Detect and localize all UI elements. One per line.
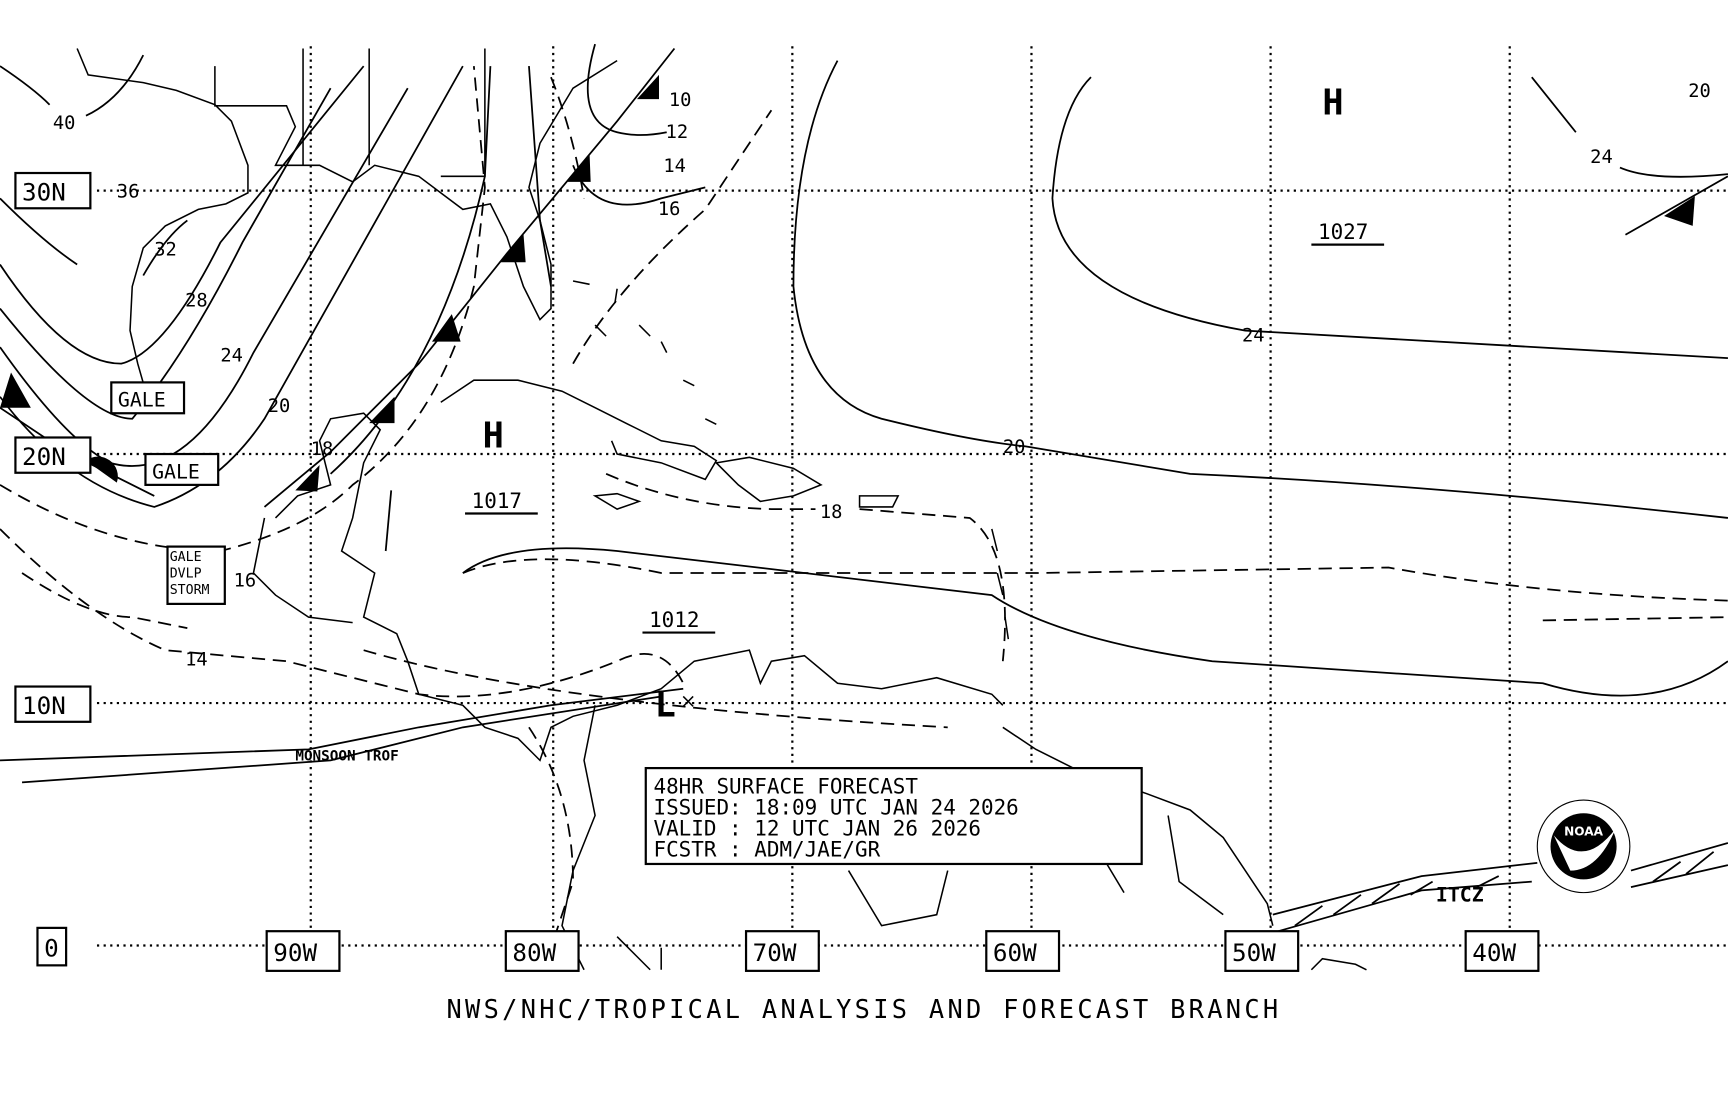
- isobar-label: 40: [53, 113, 76, 134]
- graticule: [96, 46, 1728, 947]
- high-pressure-symbol: H: [1322, 83, 1343, 124]
- valid-time: VALID : 12 UTC JAN 26 2026: [653, 816, 980, 840]
- pressure-value: 1012: [649, 608, 699, 632]
- lat-label-10n: 10N: [22, 691, 66, 720]
- warnings: GALE GALE GALE DVLP STORM: [110, 381, 226, 605]
- pressure-value: 1017: [472, 489, 522, 513]
- lat-label-20n: 20N: [22, 442, 66, 471]
- cold-front: [0, 47, 1728, 552]
- dashed-isobars: [0, 66, 1728, 948]
- noaa-logo: NOAA: [1536, 799, 1631, 894]
- chart-title: NWS/NHC/TROPICAL ANALYSIS AND FORECAST B…: [446, 994, 1281, 1024]
- lon-label-70w: 70W: [753, 938, 797, 967]
- isobar-label: 24: [1242, 326, 1265, 347]
- isobars: [0, 43, 1728, 784]
- isobar-label: 20: [1688, 81, 1711, 102]
- isobar-label: 32: [154, 240, 177, 261]
- itcz: [1272, 842, 1728, 933]
- low-center-x-icon: [682, 695, 694, 707]
- forecast-info-box: 48HR SURFACE FORECAST ISSUED: 18:09 UTC …: [644, 766, 1143, 866]
- isobar-label: 36: [117, 181, 140, 202]
- isobar-labels: 40 36 32 28 24 20 18 10 12 14 16 24 20 1…: [53, 81, 1711, 671]
- isobar-label: 14: [185, 650, 208, 671]
- isobar-label: 12: [666, 122, 689, 143]
- lat-label-30n: 30N: [22, 178, 66, 207]
- forecast-type: 48HR SURFACE FORECAST: [653, 774, 918, 798]
- noaa-logo-text: NOAA: [1564, 824, 1603, 838]
- high-pressure-symbol: H: [483, 415, 504, 456]
- lon-label-60w: 60W: [993, 938, 1037, 967]
- pressure-value: 1027: [1318, 220, 1368, 244]
- isobar-label: 20: [1003, 437, 1026, 458]
- isobar-label: 14: [663, 156, 686, 177]
- isobar-label: 18: [820, 502, 843, 523]
- isobar-label: 16: [234, 570, 257, 591]
- lon-label-80w: 80W: [512, 938, 556, 967]
- lat-label-0: 0: [44, 934, 59, 963]
- issued-time: ISSUED: 18:09 UTC JAN 24 2026: [653, 795, 1018, 819]
- isobar-label: 16: [658, 199, 681, 220]
- itcz-label: ITCZ: [1436, 883, 1484, 906]
- forecasters: FCSTR : ADM/JAE/GR: [653, 837, 880, 861]
- coastlines: [76, 48, 1367, 971]
- isobar-label: 24: [220, 345, 243, 366]
- isobar-label: 24: [1590, 147, 1613, 168]
- isobar-label: 10: [669, 90, 692, 111]
- gale-warning: GALE: [152, 460, 200, 483]
- lon-label-90w: 90W: [273, 938, 317, 967]
- low-pressure-symbol: L: [655, 684, 676, 725]
- isobar-label: 18: [311, 439, 334, 460]
- latitude-labels: 30N 20N 10N 0: [14, 171, 92, 967]
- lon-label-50w: 50W: [1232, 938, 1276, 967]
- developing-storm-warning: GALE DVLP STORM: [169, 548, 210, 598]
- isobar-label: 20: [268, 396, 291, 417]
- monsoon-trough-label: MONSOON TROF: [295, 748, 398, 764]
- longitude-labels: 90W 80W 70W 60W 50W 40W: [265, 930, 1540, 972]
- gale-warning: GALE: [118, 389, 166, 412]
- lon-label-40w: 40W: [1472, 938, 1516, 967]
- pressure-centers: H 1027 H 1017 L 1012: [465, 83, 1385, 725]
- isobar-label: 28: [185, 290, 208, 311]
